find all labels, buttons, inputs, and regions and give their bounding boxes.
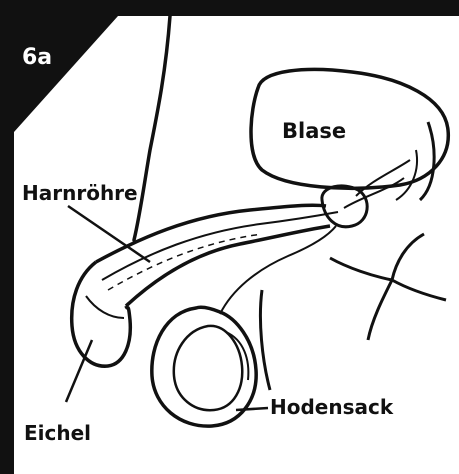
label-urethra: Harnröhre	[22, 181, 138, 205]
label-bladder: Blase	[282, 119, 346, 143]
perineum-line	[260, 290, 270, 390]
figure-badge: 6a	[14, 16, 118, 132]
figure-badge-label: 6a	[22, 45, 52, 70]
back-outline	[368, 234, 446, 340]
bladder-shape	[251, 69, 448, 188]
scrotum-outline	[152, 307, 256, 426]
testis-shape	[174, 326, 242, 410]
anal-region	[330, 258, 392, 280]
glans-shape	[72, 262, 131, 366]
penis-shaft-lower	[126, 226, 330, 306]
ureter-duct	[420, 122, 434, 200]
frame-top-border	[0, 0, 459, 16]
label-glans: Eichel	[24, 421, 91, 445]
frame-left-border	[0, 0, 14, 474]
glans-rim	[86, 296, 124, 318]
epididymis	[226, 332, 248, 380]
body-outline	[134, 16, 170, 240]
ureter-duct-inner	[396, 150, 417, 200]
vas-deferens	[220, 226, 336, 314]
leader-scrotum	[236, 408, 268, 410]
label-scrotum: Hodensack	[270, 395, 394, 419]
